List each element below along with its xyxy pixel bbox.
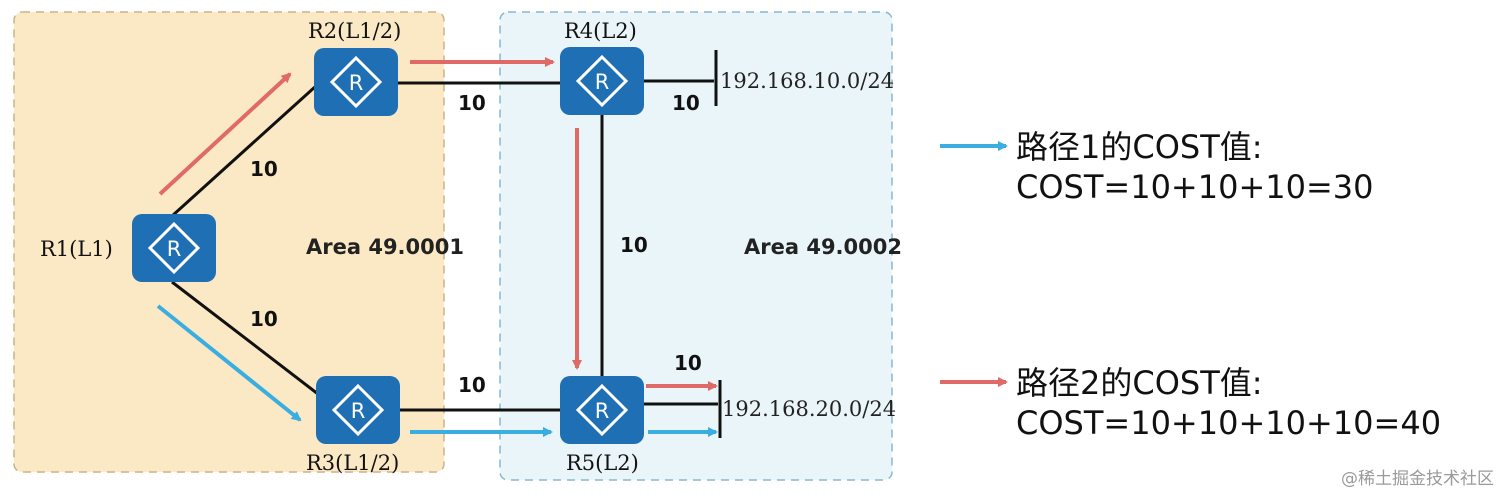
router-icon-letter: R bbox=[349, 71, 364, 95]
legend-path2-formula: COST=10+10+10+10=40 bbox=[1016, 404, 1441, 442]
links bbox=[170, 79, 718, 412]
router-r5: R bbox=[558, 374, 646, 446]
link-r1-r2 bbox=[170, 84, 318, 218]
cost-label-r5-net2: 10 bbox=[674, 351, 702, 375]
cost-label-r4-r5: 10 bbox=[620, 233, 648, 257]
network-192-168-20-label: 192.168.20.0/24 bbox=[722, 397, 896, 421]
router-r2-label: R2(L1/2) bbox=[308, 19, 401, 43]
cost-label-r1-r2: 10 bbox=[250, 157, 278, 181]
router-icon-letter: R bbox=[595, 399, 610, 423]
legend-path1-title: 路径1的COST值: bbox=[1016, 128, 1263, 166]
router-r1-label: R1(L1) bbox=[40, 237, 113, 261]
router-r1: R bbox=[130, 212, 218, 284]
router-r4: R bbox=[558, 45, 646, 117]
legend-path2-title: 路径2的COST值: bbox=[1016, 364, 1263, 402]
router-r3: R bbox=[314, 374, 402, 446]
link-r1-r3 bbox=[171, 280, 319, 396]
area-49-0002-label: Area 49.0002 bbox=[744, 235, 902, 259]
cost-label-r3-r5: 10 bbox=[458, 373, 486, 397]
router-icon-letter: R bbox=[167, 237, 182, 261]
area-49-0001-box bbox=[13, 11, 445, 473]
router-r2: R bbox=[312, 46, 400, 118]
cost-label-r4-net1: 10 bbox=[672, 91, 700, 115]
network-192-168-10-label: 192.168.10.0/24 bbox=[720, 69, 894, 93]
router-r3-label: R3(L1/2) bbox=[306, 451, 399, 475]
router-r5-label: R5(L2) bbox=[566, 451, 639, 475]
legend-path1-formula: COST=10+10+10=30 bbox=[1016, 168, 1374, 206]
red-arrow-r1-r2 bbox=[158, 72, 292, 196]
cost-label-r1-r3: 10 bbox=[250, 307, 278, 331]
watermark-text: @稀土掘金技术社区 bbox=[1341, 469, 1494, 489]
router-icon-letter: R bbox=[351, 399, 366, 423]
cost-label-r2-r4: 10 bbox=[458, 91, 486, 115]
area-49-0001-label: Area 49.0001 bbox=[306, 235, 464, 259]
router-r4-label: R4(L2) bbox=[564, 19, 637, 43]
blue-arrow-r1-r3 bbox=[156, 304, 302, 422]
area-49-0002-box bbox=[499, 11, 893, 481]
router-icon-letter: R bbox=[595, 70, 610, 94]
